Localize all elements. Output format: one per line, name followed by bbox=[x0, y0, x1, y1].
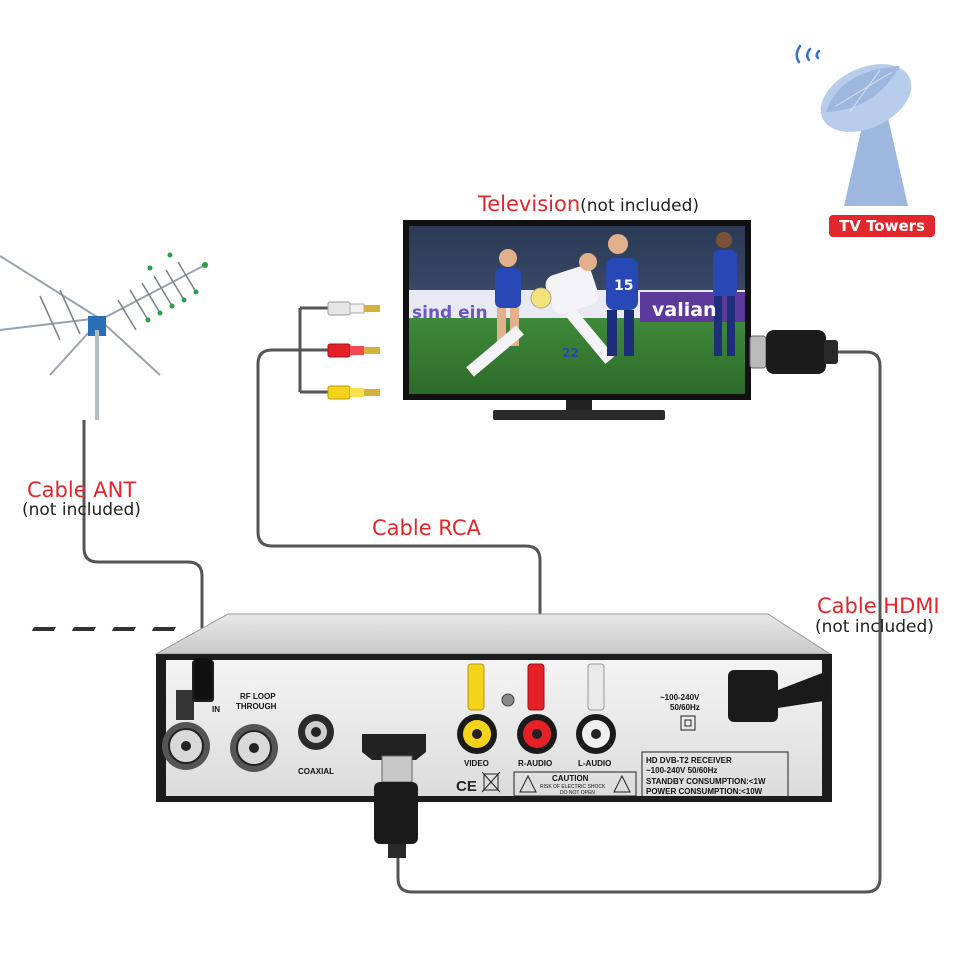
ant-in-label: IN bbox=[212, 705, 220, 714]
hdmi-plug-tv bbox=[749, 330, 838, 374]
cable-hdmi-label: Cable HDMI bbox=[817, 594, 940, 618]
cables bbox=[82, 306, 882, 894]
power-rating-1: ~100-240V bbox=[660, 693, 700, 702]
hdmi-plug-box bbox=[374, 755, 418, 858]
tv-tower-icon bbox=[795, 44, 912, 206]
television-note: (not included) bbox=[580, 196, 700, 216]
spec-line-3: STANDBY CONSUMPTION:<1W bbox=[646, 777, 766, 786]
ant-plug bbox=[194, 658, 212, 700]
jersey-number-22: 22 bbox=[562, 346, 579, 360]
cable-hdmi-note: (not included) bbox=[815, 617, 934, 637]
tv-ad-right: valian bbox=[652, 299, 717, 321]
tv-towers-badge: TV Towers bbox=[829, 215, 935, 237]
cable-rca-label: Cable RCA bbox=[372, 516, 481, 540]
spec-line-1: HD DVB-T2 RECEIVER bbox=[646, 756, 732, 765]
cable-ant-note: (not included) bbox=[22, 500, 141, 520]
television-title: Television bbox=[478, 192, 581, 216]
tv-ad-left: sind ein bbox=[412, 303, 488, 323]
coaxial-label: COAXIAL bbox=[298, 767, 334, 776]
caution-line-2: DO NOT OPEN bbox=[560, 790, 595, 796]
jersey-number-15: 15 bbox=[614, 278, 633, 294]
television-label: Television(not included) bbox=[478, 192, 699, 216]
antenna-icon bbox=[0, 252, 208, 420]
rf-loop-label-2: THROUGH bbox=[236, 702, 277, 711]
rca-plug-red bbox=[327, 343, 380, 358]
l-audio-label: L-AUDIO bbox=[578, 759, 611, 768]
cable-ant-label: Cable ANT bbox=[27, 478, 137, 502]
r-audio-label: R-AUDIO bbox=[518, 759, 552, 768]
rf-loop-label-1: RF LOOP bbox=[240, 692, 276, 701]
rca-plug-yellow bbox=[327, 385, 380, 400]
caution-label: CAUTION bbox=[552, 774, 589, 783]
video-label: VIDEO bbox=[464, 759, 489, 768]
ce-mark: CE bbox=[456, 778, 477, 795]
spec-line-2: ~100-240V 50/60Hz bbox=[646, 766, 717, 775]
television: sind ein valian 22 15 bbox=[403, 220, 751, 420]
ant-cable bbox=[82, 420, 204, 660]
power-rating-2: 50/60Hz bbox=[670, 703, 700, 712]
caution-line-1: RISK OF ELECTRIC SHOCK bbox=[540, 784, 606, 790]
hdmi-cable bbox=[396, 350, 882, 894]
rca-plug-white bbox=[327, 301, 380, 316]
spec-line-4: POWER CONSUMPTION:<10W bbox=[646, 787, 763, 796]
receiver-box: IN RF LOOP THROUGH COAXIAL VIDEO R-AUDIO… bbox=[31, 613, 832, 802]
